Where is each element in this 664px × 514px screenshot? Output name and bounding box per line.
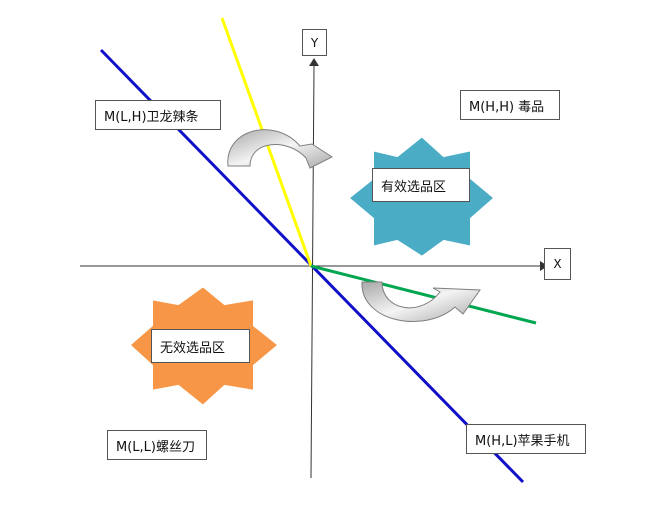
ineffective-zone-label: 无效选品区: [151, 329, 250, 363]
y-axis-arrowhead: [309, 58, 319, 66]
quadrant-label-top-right: M(H,H) 毒品: [460, 90, 560, 120]
green-line: [310, 264, 537, 325]
curved-arrow-upper: [227, 129, 334, 169]
quadrant-label-bottom-left: M(L,L)螺丝刀: [107, 430, 207, 460]
quadrant-label-top-left: M(L,H)卫龙辣条: [95, 100, 221, 130]
y-axis-label: Y: [302, 29, 327, 56]
curved-arrow-lower: [361, 281, 481, 322]
effective-zone-label: 有效选品区: [372, 168, 470, 202]
x-axis-label: X: [544, 248, 571, 280]
quadrant-label-bottom-right: M(H,L)苹果手机: [466, 424, 586, 454]
y-axis: [310, 65, 315, 479]
